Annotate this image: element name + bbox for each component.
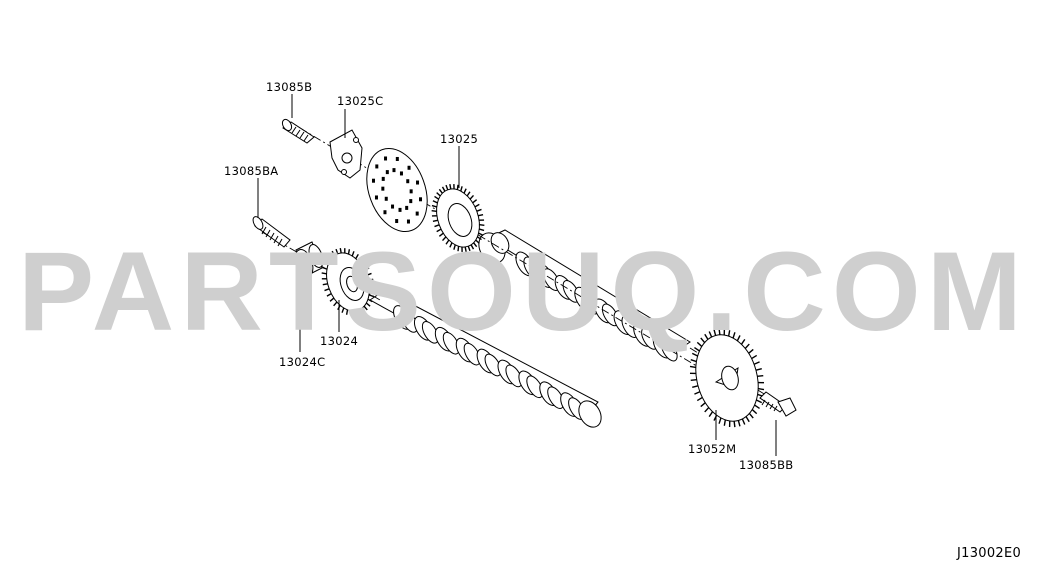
- sprocket-13025: [366, 147, 485, 252]
- label-13025C: 13025C: [337, 94, 383, 108]
- label-13024: 13024: [320, 334, 358, 348]
- bolt-13085B: [281, 118, 315, 144]
- leader-lines: [257, 94, 777, 456]
- camshaft-lower: [369, 289, 602, 428]
- washer-13024C: [294, 241, 324, 277]
- label-13052M: 13052M: [688, 442, 736, 456]
- label-13024C: 13024C: [279, 355, 325, 369]
- label-13085BA: 13085BA: [224, 164, 278, 178]
- bolt-13085BA: [252, 216, 291, 248]
- label-13085B: 13085B: [266, 80, 312, 94]
- gear-13052M: [689, 328, 765, 428]
- bolt-13085BB: [759, 391, 797, 417]
- camshaft-upper: [478, 229, 691, 362]
- label-13085BB: 13085BB: [739, 458, 793, 472]
- label-13025: 13025: [440, 132, 478, 146]
- watermark: PARTSOUQ.COM: [18, 229, 1028, 354]
- plate-13025C: [329, 129, 363, 179]
- diagram-code: J13002E0: [956, 546, 1021, 561]
